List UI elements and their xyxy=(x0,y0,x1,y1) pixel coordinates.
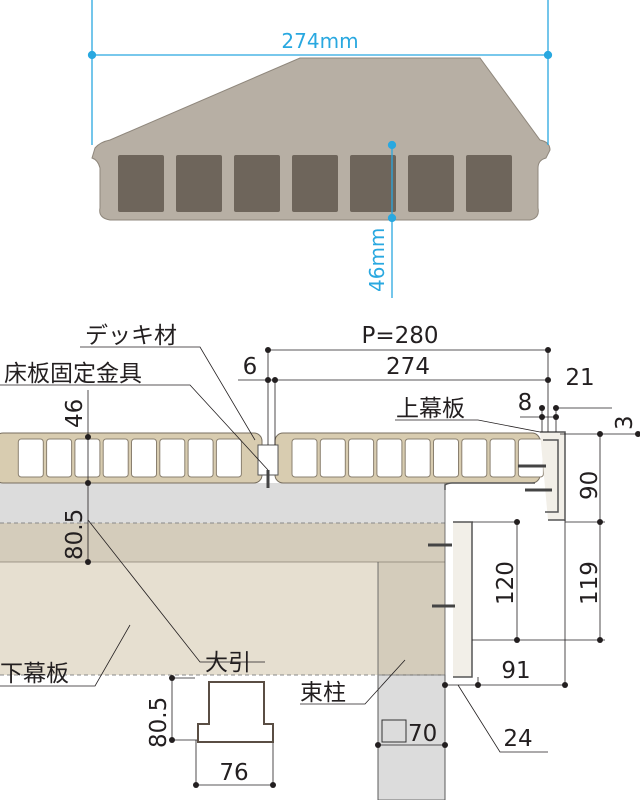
board-cell xyxy=(159,438,186,478)
dimension-dot xyxy=(375,742,381,748)
dim-90: 90 xyxy=(577,471,603,500)
board-cell xyxy=(461,438,488,478)
dimension-dot xyxy=(270,782,276,788)
dimension-dot xyxy=(597,519,603,525)
board-cell xyxy=(17,438,44,478)
board-cell xyxy=(131,438,157,478)
dimension-dots xyxy=(85,347,640,788)
post-top xyxy=(378,562,445,675)
dimension-dot xyxy=(265,377,271,383)
label-lower-fascia: 下幕板 xyxy=(0,661,69,687)
dimension-dot xyxy=(514,519,520,525)
height-label: 46mm xyxy=(365,228,389,292)
profile-cavity xyxy=(466,155,512,212)
board-cell xyxy=(215,438,242,478)
dim-board-height: 46 xyxy=(62,399,88,428)
deck-boards xyxy=(0,432,544,484)
profile-cavity xyxy=(176,155,222,212)
dim-gap: 6 xyxy=(243,354,258,380)
dimension-dot xyxy=(539,405,545,411)
dim-beam-height: 80.5 xyxy=(62,509,88,560)
dim-91: 91 xyxy=(501,658,530,684)
dim-21: 21 xyxy=(565,365,594,391)
board-cell xyxy=(319,438,346,478)
dimension-dot xyxy=(475,682,481,688)
dim-pitch: P=280 xyxy=(361,323,438,349)
board-cell xyxy=(517,438,544,478)
board-cell xyxy=(404,438,431,478)
profile-cavity xyxy=(408,155,454,212)
board-cell xyxy=(348,438,375,478)
dimension-dot xyxy=(553,405,559,411)
width-label: 274mm xyxy=(281,29,358,53)
board-cell xyxy=(102,438,129,478)
floor-bracket xyxy=(257,444,279,488)
profile-cavity xyxy=(292,155,338,212)
dimension-dot xyxy=(635,431,640,437)
profile-cavity xyxy=(234,155,280,212)
dimension-dot xyxy=(514,637,520,643)
joist-band xyxy=(0,483,445,523)
dimension-dot xyxy=(539,414,545,420)
square-symbol-icon xyxy=(381,719,407,743)
dimension-dot xyxy=(169,675,175,681)
upper-fascia xyxy=(444,431,566,521)
profile-cavity xyxy=(350,155,396,212)
width-dimension-274mm xyxy=(87,0,553,298)
dimension-dot xyxy=(442,682,448,688)
dim-beam-detail-height: 80.5 xyxy=(146,697,172,748)
board-cell xyxy=(489,438,516,478)
dim-8: 8 xyxy=(518,390,533,416)
post xyxy=(377,674,446,800)
dim-beam-detail-width: 76 xyxy=(219,760,248,786)
dimension-dot xyxy=(545,377,551,383)
dimension-dot xyxy=(265,347,271,353)
board-cell xyxy=(187,438,214,478)
beam-band xyxy=(0,523,445,562)
dimension-dot xyxy=(553,414,559,420)
label-post: 束柱 xyxy=(300,680,346,706)
dimension-dot xyxy=(562,682,568,688)
board-cell xyxy=(433,438,459,478)
dim-119: 119 xyxy=(577,561,603,605)
board-cell xyxy=(74,438,101,478)
dimension-dot xyxy=(85,559,91,565)
dimension-dot xyxy=(85,434,91,440)
dim-board-width: 274 xyxy=(386,354,430,380)
dim-120: 120 xyxy=(493,561,519,605)
deck-profile-photo xyxy=(91,57,551,221)
label-upper-fascia: 上幕板 xyxy=(396,396,465,422)
lower-fascia-band xyxy=(0,562,378,675)
dim-24: 24 xyxy=(503,726,532,752)
dimension-lines xyxy=(0,346,640,786)
dimension-dot xyxy=(193,782,199,788)
dimension-dot xyxy=(85,480,91,486)
dimension-dot xyxy=(272,377,278,383)
dimension-dot xyxy=(442,742,448,748)
label-deck-board: デッキ材 xyxy=(85,323,177,349)
board-cell xyxy=(46,438,73,478)
lower-fascia xyxy=(428,521,473,678)
dimension-dot xyxy=(597,431,603,437)
board-cell xyxy=(291,438,318,478)
dimension-dot xyxy=(597,637,603,643)
dim-post-size: 70 xyxy=(408,721,437,747)
board-cell xyxy=(376,438,403,478)
dimension-dot xyxy=(169,737,175,743)
dim-3: 3 xyxy=(612,415,638,430)
profile-cavity xyxy=(118,155,164,212)
dimension-dot xyxy=(545,347,551,353)
label-floor-bracket: 床板固定金具 xyxy=(4,361,142,387)
label-beam: 大引 xyxy=(205,650,251,676)
beam-detail-profile xyxy=(197,681,274,743)
